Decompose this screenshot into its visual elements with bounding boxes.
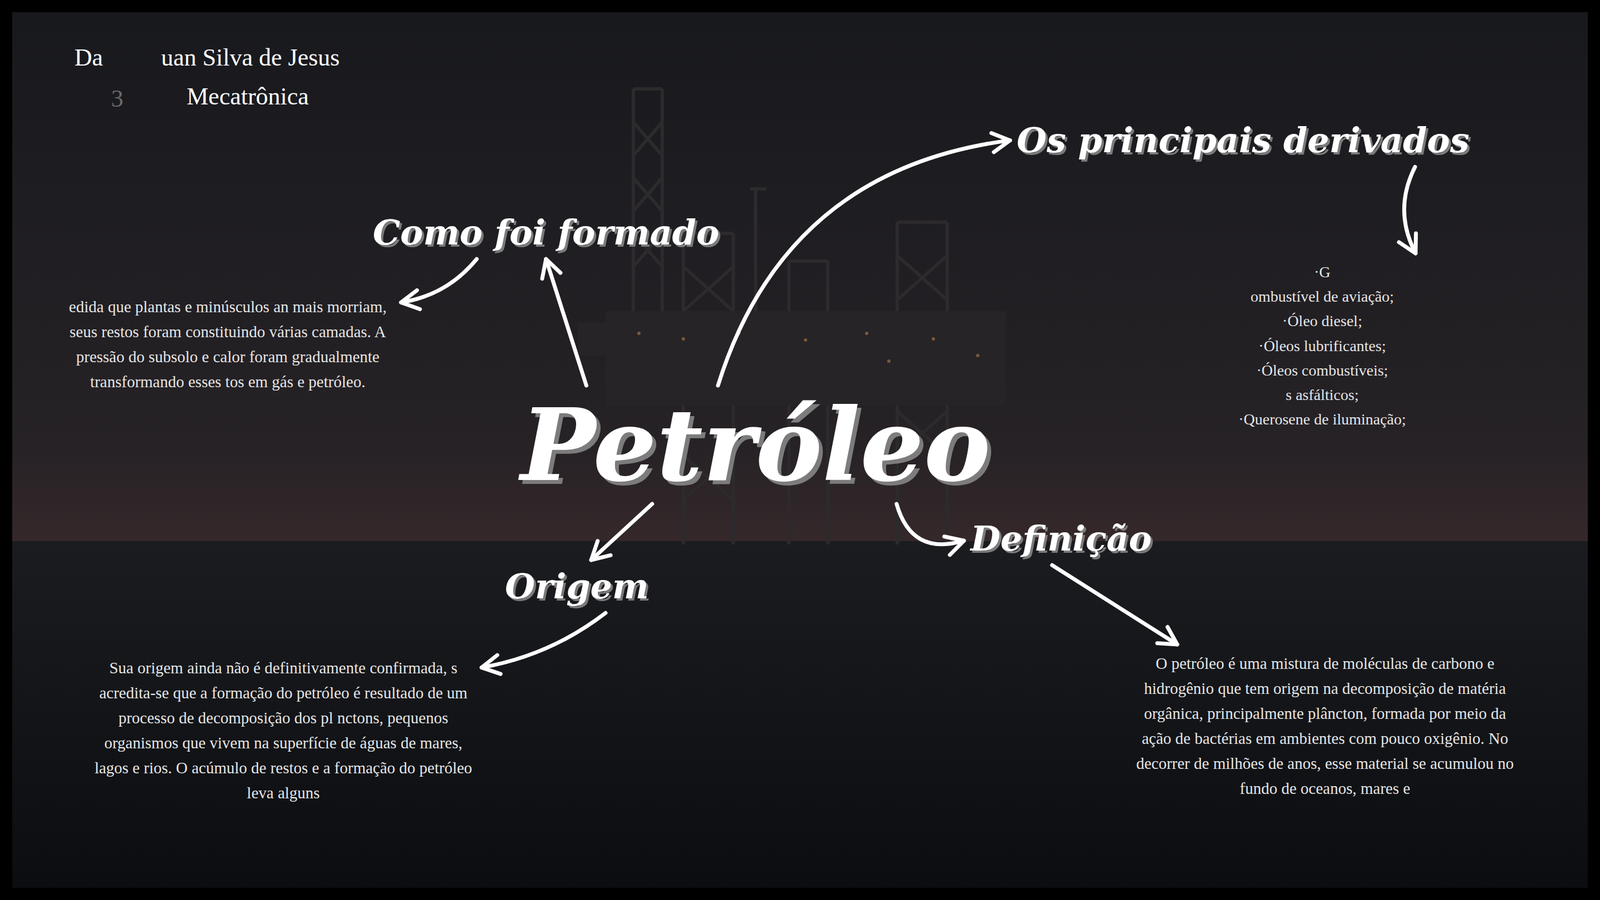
connector-arrow <box>896 503 964 555</box>
topic-heading: Origem <box>505 566 649 607</box>
body-text: Sua origem ainda não é definitivamente c… <box>91 655 475 806</box>
arrowhead <box>401 290 420 309</box>
connector-line <box>896 503 964 545</box>
arrowhead <box>991 133 1010 153</box>
connector-line <box>546 258 587 386</box>
connector-arrow <box>1398 166 1417 254</box>
arrowhead <box>591 541 611 560</box>
connector-arrow <box>401 258 477 309</box>
author-label: Mecatrônica <box>186 82 309 111</box>
author-label: uan Silva de Jesus <box>161 43 340 72</box>
heading-text: Origem <box>505 566 649 607</box>
arrowhead <box>1398 233 1417 254</box>
rig-deck <box>577 322 645 356</box>
topic-text: Sua origem ainda não é definitivamente c… <box>91 655 475 806</box>
topic-list: ·Gombustível de aviação;·Óleo diesel;·Ól… <box>1205 260 1439 433</box>
connector-line <box>1052 565 1178 645</box>
list-item: ·G <box>1205 260 1439 285</box>
connector-arrow <box>717 133 1010 386</box>
connector-line <box>717 140 1010 386</box>
topic-text: O petróleo é uma mistura de moléculas de… <box>1130 651 1520 802</box>
arrowhead <box>542 258 561 279</box>
topic-heading: Como foi formado <box>372 212 720 253</box>
topic-heading: Os principais derivados <box>1016 120 1470 160</box>
connector-line <box>1404 166 1416 254</box>
list-item: s asfálticos; <box>1205 382 1439 408</box>
body-text: O petróleo é uma mistura de moléculas de… <box>1130 651 1520 802</box>
connector-line <box>481 612 606 668</box>
topic-text: edida que plantas e minúsculos an mais m… <box>61 294 395 395</box>
connector-arrow <box>481 612 606 674</box>
list-item: ·Óleos combustíveis; <box>1205 358 1439 383</box>
rig-lights <box>637 331 980 363</box>
author-label: 3 <box>111 84 124 113</box>
connector-line <box>401 258 477 303</box>
heading-text: Petróleo <box>520 392 991 498</box>
arrowhead <box>481 655 501 674</box>
connector-line <box>591 503 653 560</box>
arrowhead <box>944 536 964 555</box>
heading-text: Os principais derivados <box>1016 120 1470 160</box>
connector-arrow <box>542 258 587 386</box>
list-item: ombustível de aviação; <box>1205 284 1439 309</box>
list-item: ·Querosene de iluminação; <box>1205 407 1439 432</box>
list-item: ·Óleo diesel; <box>1205 308 1439 334</box>
arrowhead <box>1157 627 1178 645</box>
rig-deck <box>605 311 1006 406</box>
author-label: Da <box>74 43 103 72</box>
topic-heading: Definição <box>970 518 1152 559</box>
list-item: ·Óleos lubrificantes; <box>1205 333 1439 359</box>
central-topic: Petróleo <box>520 392 991 498</box>
heading-text: Como foi formado <box>372 212 720 253</box>
connector-arrow <box>591 503 653 560</box>
body-text: edida que plantas e minúsculos an mais m… <box>61 294 395 395</box>
connector-arrow <box>1052 565 1178 645</box>
heading-text: Definição <box>970 518 1152 559</box>
